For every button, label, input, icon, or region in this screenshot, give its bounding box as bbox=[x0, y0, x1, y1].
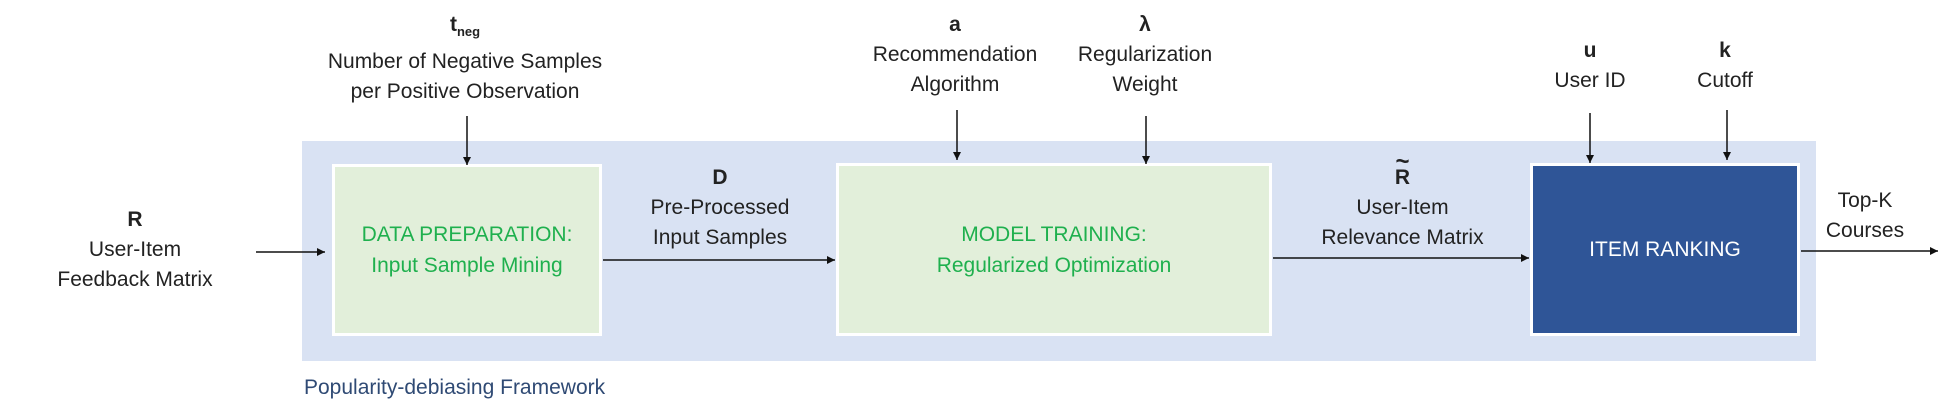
edge-d-symbol: D bbox=[712, 166, 728, 189]
param-tneg-label: tneg Number of Negative Samples per Posi… bbox=[300, 10, 630, 107]
edge-d-line1: Pre-Processed bbox=[650, 196, 790, 219]
item-ranking-title: ITEM RANKING bbox=[1589, 238, 1741, 261]
param-k-line1: Cutoff bbox=[1697, 69, 1753, 92]
output-line1: Top-K bbox=[1837, 189, 1893, 212]
input-symbol: R bbox=[127, 208, 143, 231]
data-preparation-title: DATA PREPARATION: bbox=[361, 223, 573, 246]
edge-r-tilde-label: R User-Item Relevance Matrix bbox=[1295, 163, 1510, 253]
model-training-box: MODEL TRAINING: Regularized Optimization bbox=[836, 163, 1272, 336]
param-lambda-symbol: λ bbox=[1139, 13, 1151, 36]
param-u-symbol: u bbox=[1583, 39, 1597, 62]
param-u-label: u User ID bbox=[1530, 36, 1650, 96]
param-lambda-line1: Regularization bbox=[1077, 43, 1213, 66]
edge-r-tilde-symbol: R bbox=[1295, 163, 1510, 193]
input-line1: User-Item bbox=[88, 238, 182, 261]
output-label: Top-K Courses bbox=[1815, 186, 1915, 246]
param-a-symbol: a bbox=[949, 13, 961, 36]
param-u-line1: User ID bbox=[1554, 69, 1626, 92]
edge-d-line2: Input Samples bbox=[652, 226, 788, 249]
output-line2: Courses bbox=[1825, 219, 1905, 242]
param-a-line1: Recommendation bbox=[872, 43, 1038, 66]
edge-r-tilde-line1: User-Item bbox=[1356, 196, 1449, 219]
edge-d-label: D Pre-Processed Input Samples bbox=[625, 163, 815, 253]
input-label: R User-Item Feedback Matrix bbox=[30, 205, 240, 295]
param-k-symbol: k bbox=[1719, 39, 1731, 62]
input-line2: Feedback Matrix bbox=[57, 268, 213, 291]
param-tneg-line2: per Positive Observation bbox=[350, 80, 580, 104]
data-preparation-box: DATA PREPARATION: Input Sample Mining bbox=[332, 164, 602, 336]
model-training-title: MODEL TRAINING: bbox=[961, 222, 1147, 246]
edge-r-tilde-line2: Relevance Matrix bbox=[1321, 226, 1484, 249]
param-a-label: a Recommendation Algorithm bbox=[845, 10, 1065, 100]
framework-label: Popularity-debiasing Framework bbox=[304, 376, 606, 399]
model-training-subtitle: Regularized Optimization bbox=[936, 253, 1172, 277]
param-tneg-line1: Number of Negative Samples bbox=[327, 50, 603, 74]
param-a-line2: Algorithm bbox=[910, 73, 1000, 96]
param-tneg-symbol: tneg bbox=[449, 13, 481, 40]
param-lambda-label: λ Regularization Weight bbox=[1055, 10, 1235, 100]
param-k-label: k Cutoff bbox=[1670, 36, 1780, 96]
item-ranking-box: ITEM RANKING bbox=[1530, 163, 1800, 336]
param-lambda-line2: Weight bbox=[1112, 73, 1178, 96]
data-preparation-subtitle: Input Sample Mining bbox=[371, 254, 563, 277]
